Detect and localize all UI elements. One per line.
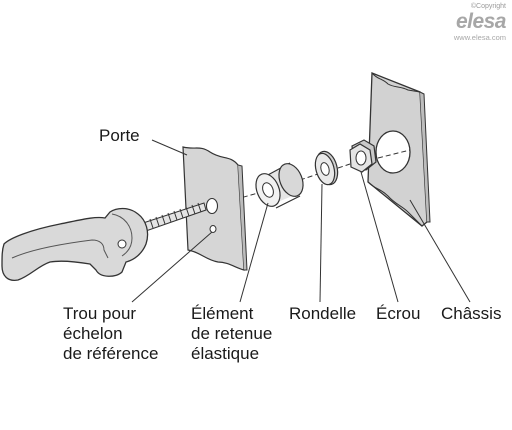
brand-url: www.elesa.com: [453, 33, 506, 42]
door-panel: [182, 146, 248, 271]
elastic-retaining-element: [255, 162, 304, 209]
label-porte: Porte: [99, 126, 140, 145]
reference-hole: [209, 225, 217, 233]
washer: [314, 150, 339, 186]
chassis-panel: [367, 72, 431, 227]
label-rondelle: Rondelle: [289, 304, 357, 323]
leader-lines: [131, 139, 471, 303]
label-chassis: Châssis: [441, 304, 502, 323]
door-main-hole: [205, 197, 219, 215]
elesa-logo: ©Copyright elesa www.elesa.com: [453, 2, 507, 42]
assembly-axis: [211, 149, 411, 207]
label-element-retenue: Élément de retenue élastique: [191, 304, 273, 363]
lever-handle: [1, 207, 149, 282]
brand-name: elesa: [455, 10, 507, 33]
label-ecrou: Écrou: [376, 304, 421, 323]
label-trou-echelon: Trou pour échelon de référence: [63, 304, 159, 363]
copyright-text: ©Copyright: [470, 3, 506, 10]
nut: [349, 139, 377, 173]
